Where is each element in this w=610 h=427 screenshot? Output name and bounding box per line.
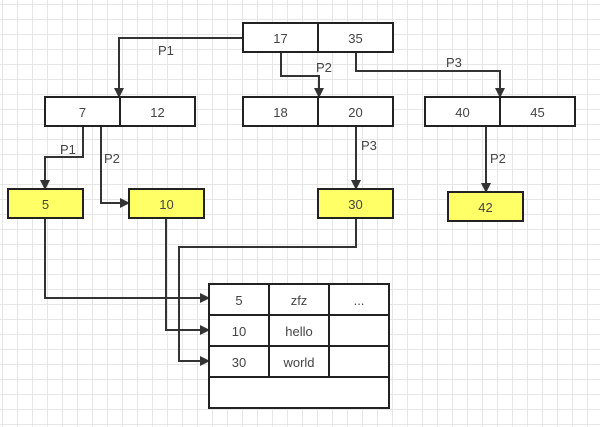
btree-node-leaf-10: 10 xyxy=(128,188,205,219)
btree-node-n-7-12: 7 12 xyxy=(44,96,196,127)
edge-n-7-12-to-leaf-5: P1 xyxy=(40,126,84,190)
table-cell: world xyxy=(282,355,314,370)
edge-label: P3 xyxy=(446,55,462,70)
table-row: 10 hello xyxy=(232,324,313,339)
edge-root-to-n-18-20: P2 xyxy=(280,52,332,98)
edge-root-to-n-40-45: P3 xyxy=(355,52,505,98)
node-key: 42 xyxy=(478,200,492,215)
table-cell: 5 xyxy=(235,293,242,308)
table-cell: 10 xyxy=(232,324,246,339)
node-key: 18 xyxy=(273,105,287,120)
node-key: 35 xyxy=(348,31,362,46)
edge-arrow xyxy=(355,52,505,98)
edge-arrow xyxy=(100,126,130,208)
data-table: 5 zfz... 10 hello 30 world xyxy=(208,283,390,409)
node-key: 17 xyxy=(273,31,287,46)
node-key: 20 xyxy=(348,105,362,120)
leaf-node-box xyxy=(7,188,84,219)
edge-label: P2 xyxy=(104,151,120,166)
node-key: 12 xyxy=(150,105,164,120)
btree-node-leaf-42: 42 xyxy=(447,191,524,222)
node-key: 7 xyxy=(79,105,86,120)
table-row: 5 zfz... xyxy=(235,293,364,308)
table-cell: 30 xyxy=(232,355,246,370)
edge-label: P1 xyxy=(158,43,174,58)
table-cell: ... xyxy=(354,293,365,308)
edge-label: P2 xyxy=(316,60,332,75)
edge-arrow xyxy=(114,37,243,98)
table-empty-row xyxy=(210,378,388,407)
leaf-node-box xyxy=(317,188,394,219)
btree-node-leaf-30: 30 xyxy=(317,188,394,219)
node-key: 5 xyxy=(42,197,49,212)
btree-node-n-40-45: 40 45 xyxy=(424,96,576,127)
edge-label: P3 xyxy=(361,138,377,153)
edge-arrow xyxy=(165,218,210,335)
edge-n-40-45-to-leaf-42: P2 xyxy=(481,126,506,193)
edge-arrow xyxy=(40,126,84,190)
edge-leaf-30-to-table-row-2 xyxy=(178,218,357,366)
node-key: 40 xyxy=(455,105,469,120)
node-key: 45 xyxy=(530,105,544,120)
edge-label: P1 xyxy=(60,142,76,157)
edge-arrow xyxy=(44,218,210,303)
edge-root-to-n-7-12: P1 xyxy=(114,37,243,98)
node-key: 30 xyxy=(348,197,362,212)
leaf-node-box xyxy=(128,188,205,219)
table-cell: zfz xyxy=(291,293,308,308)
leaf-node-box xyxy=(447,191,524,222)
node-key: 10 xyxy=(159,197,173,212)
edge-leaf-10-to-table-row-1 xyxy=(165,218,210,335)
edge-n-18-20-to-leaf-30: P3 xyxy=(351,126,377,190)
edge-label: P2 xyxy=(490,151,506,166)
table-row: 30 world xyxy=(232,355,315,370)
edge-arrow xyxy=(178,218,357,366)
table-cell: hello xyxy=(285,324,312,339)
edge-arrow xyxy=(280,52,324,98)
btree-node-leaf-5: 5 xyxy=(7,188,84,219)
edge-leaf-5-to-table-row-0 xyxy=(44,218,210,303)
edge-n-7-12-to-leaf-10: P2 xyxy=(100,126,130,208)
